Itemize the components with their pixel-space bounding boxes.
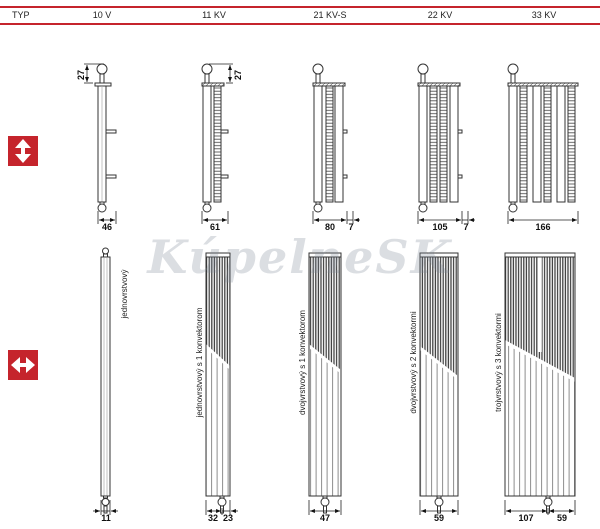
- radiator-33kv-front-view: [504, 252, 576, 514]
- radiator-21kvs-side-view: [312, 63, 348, 213]
- horizontal-double-arrow-icon: [8, 350, 38, 380]
- dim-label-22kv-depth: 105: [432, 222, 448, 232]
- dim-10v-depth-lines: [97, 211, 117, 224]
- dim-21kvs-bottom-lines: [308, 500, 342, 515]
- dim-label-11kv-top-offset: 27: [233, 69, 243, 80]
- header-type-11kv: 11 KV: [202, 10, 226, 20]
- header-type-21kvs: 21 KV-S: [313, 10, 347, 20]
- header-type-33kv: 33 KV: [531, 10, 557, 20]
- header-type-10v: 10 V: [92, 10, 112, 20]
- radiator-10v-side-view: [94, 63, 117, 213]
- dim-11kv-bottom-lines: [205, 500, 238, 515]
- construction-label-10v: jednovrstvový: [120, 269, 129, 319]
- radiator-33kv-side-view: [507, 63, 579, 213]
- dim-label-11kv-depth: 61: [209, 222, 221, 232]
- dim-label-21kvs-depth-extra: 7: [348, 222, 354, 232]
- dim-label-33kv-bottom-2: 59: [556, 513, 568, 523]
- dim-10v-bottom-lines: [93, 500, 118, 515]
- radiator-22kv-front-view: [419, 252, 459, 514]
- construction-label-11kv: jednovrstvový s 1 konvektorom: [195, 307, 204, 418]
- dim-33kv-depth-lines: [507, 211, 579, 224]
- construction-label-33kv: trojvrstvový s 3 konvektormi: [494, 313, 503, 412]
- radiator-11kv-side-view: [201, 63, 229, 213]
- radiator-22kv-side-view: [417, 63, 463, 213]
- dim-22kv-bottom-lines: [419, 500, 459, 515]
- dim-label-22kv-depth-extra: 7: [463, 222, 469, 232]
- dim-10v-top-offset-lines: [84, 63, 104, 84]
- radiator-21kvs-front-view: [308, 252, 342, 514]
- dim-label-21kvs-bottom: 47: [319, 513, 331, 523]
- construction-label-21kvs: dvojvrstvový s 1 konvektorom: [298, 310, 307, 415]
- dim-11kv-depth-lines: [201, 211, 229, 224]
- dim-22kv-depth-lines: [417, 211, 475, 224]
- radiator-10v-front-view: [100, 247, 111, 514]
- dim-33kv-bottom-lines: [504, 500, 576, 515]
- dim-21kvs-depth-lines: [312, 211, 360, 224]
- dim-label-21kvs-depth: 80: [324, 222, 336, 232]
- header-typ-label: TYP: [12, 10, 30, 20]
- header-rule-top: [0, 6, 600, 8]
- dim-11kv-top-offset-lines: [209, 63, 233, 84]
- vertical-double-arrow-icon: [8, 136, 38, 166]
- dim-label-33kv-depth: 166: [535, 222, 551, 232]
- construction-label-22kv: dvojvrstvový s 2 konvektormi: [409, 311, 418, 414]
- header-rule-bottom: [0, 23, 600, 25]
- header-type-22kv: 22 KV: [427, 10, 453, 20]
- dim-label-10v-top-offset: 27: [76, 69, 86, 80]
- radiator-11kv-front-view: [205, 252, 231, 514]
- dim-label-33kv-bottom-1: 107: [518, 513, 534, 523]
- dim-label-10v-bottom: 11: [101, 513, 111, 523]
- dim-label-10v-depth: 46: [101, 222, 113, 232]
- dim-label-11kv-bottom-2: 23: [222, 513, 234, 523]
- dim-label-11kv-bottom-1: 32: [207, 513, 219, 523]
- dim-label-22kv-bottom: 59: [433, 513, 445, 523]
